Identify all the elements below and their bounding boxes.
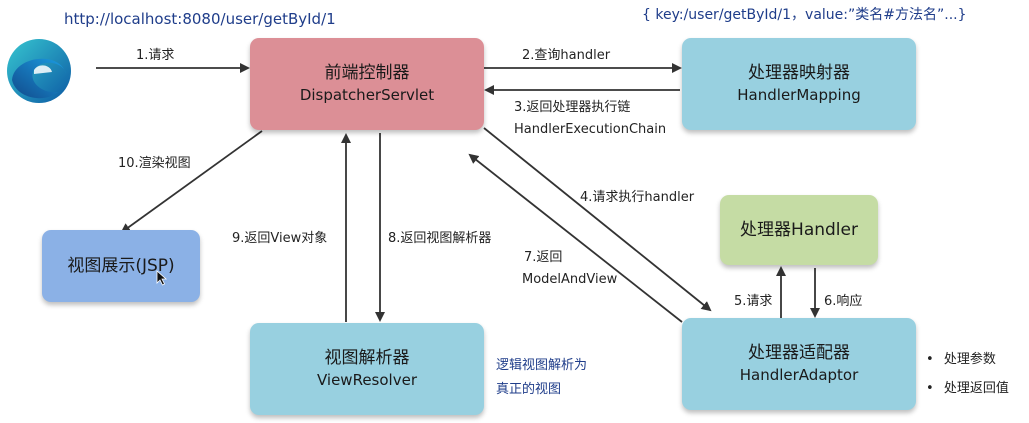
- adaptor-bullet-2-text: 处理返回值: [943, 381, 1009, 396]
- mapping-subtitle: HandlerMapping: [737, 86, 861, 105]
- step-1-label: 1.请求: [136, 48, 175, 63]
- edge-browser-icon: [4, 36, 74, 106]
- resolver-note-line2: 真正的视图: [496, 382, 562, 397]
- step-9-label: 9.返回View对象: [232, 231, 328, 246]
- step-6-label: 6.响应: [824, 294, 863, 309]
- view-display-box: 视图展示(JSP): [42, 230, 200, 302]
- view-title: 视图展示(JSP): [67, 255, 175, 276]
- mapping-note: { key:/user/getById/1，value:”类名#方法名”...}: [642, 7, 967, 23]
- step-8-label: 8.返回视图解析器: [388, 231, 492, 246]
- adaptor-subtitle: HandlerAdaptor: [739, 366, 859, 385]
- handler-adaptor-box: 处理器适配器 HandlerAdaptor: [682, 318, 916, 410]
- bullet-dot-icon: •: [926, 352, 934, 367]
- step-3-label-line2: HandlerExecutionChain: [514, 122, 667, 137]
- resolver-title: 视图解析器: [324, 348, 410, 369]
- adaptor-bullet-1-text: 处理参数: [943, 352, 996, 367]
- dispatcher-subtitle: DispatcherServlet: [299, 86, 435, 105]
- step-10-label: 10.渲染视图: [118, 156, 191, 171]
- step-4-label: 4.请求执行handler: [580, 190, 695, 205]
- step-7-label-line1: 7.返回: [524, 250, 563, 265]
- dispatcher-title: 前端控制器: [324, 63, 410, 84]
- arrow-10-render-view: [120, 130, 263, 234]
- handler-box: 处理器Handler: [720, 195, 878, 265]
- step-7-label-line2: ModelAndView: [522, 272, 618, 287]
- adaptor-bullet-2: • 处理返回值: [926, 377, 1009, 396]
- mapping-title: 处理器映射器: [748, 63, 850, 84]
- dispatcher-servlet-box: 前端控制器 DispatcherServlet: [250, 38, 484, 130]
- resolver-note-line1: 逻辑视图解析为: [496, 358, 588, 373]
- adaptor-bullet-1: • 处理参数: [926, 348, 996, 367]
- handler-mapping-box: 处理器映射器 HandlerMapping: [682, 38, 916, 130]
- step-3-label-line1: 3.返回处理器执行链: [514, 100, 631, 115]
- adaptor-title: 处理器适配器: [748, 343, 850, 364]
- resolver-subtitle: ViewResolver: [316, 371, 417, 390]
- step-2-label: 2.查询handler: [522, 48, 611, 63]
- request-url: http://localhost:8080/user/getById/1: [64, 10, 336, 28]
- arrow-4-execute-handler: [483, 127, 712, 312]
- view-resolver-box: 视图解析器 ViewResolver: [250, 323, 484, 415]
- mouse-cursor-icon: [156, 270, 168, 286]
- handler-title: 处理器Handler: [740, 219, 858, 240]
- bullet-dot-icon: •: [926, 381, 934, 396]
- arrow-7-model-and-view: [468, 153, 683, 323]
- step-5-label: 5.请求: [734, 294, 773, 309]
